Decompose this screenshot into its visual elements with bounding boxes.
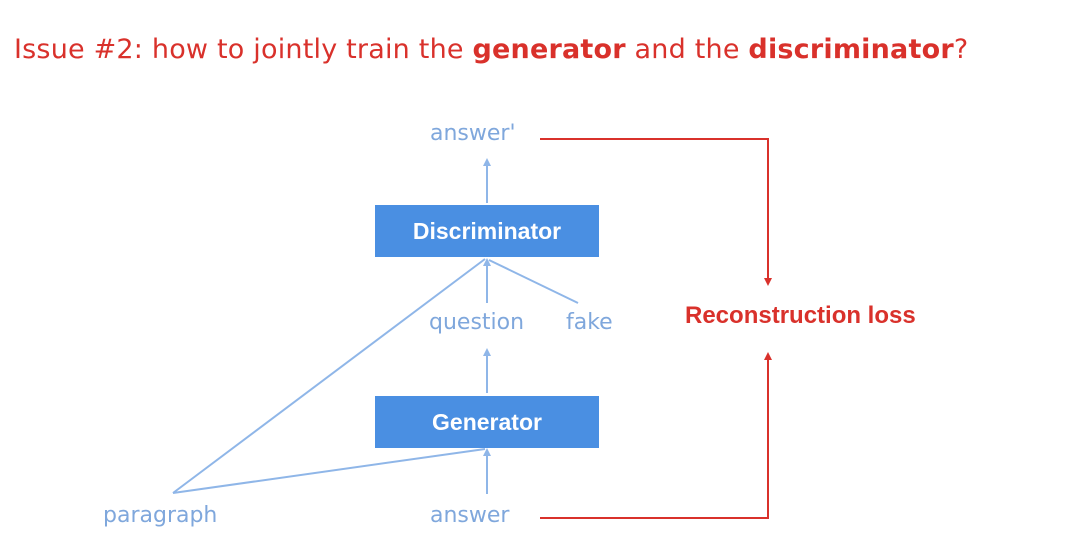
generator-label: Generator	[432, 408, 542, 435]
generator-box: Generator	[375, 396, 599, 448]
answer-label: answer	[430, 503, 510, 528]
line-fake-to-disc	[488, 259, 579, 304]
reconstruction-loss-label: Reconstruction loss	[685, 302, 916, 329]
fake-label: fake	[566, 310, 613, 335]
line-paragraph-to-gen	[172, 448, 486, 494]
title-suffix: ?	[953, 34, 969, 65]
line-paragraph-to-disc	[172, 258, 486, 494]
discriminator-box: Discriminator	[375, 205, 599, 257]
paragraph-label: paragraph	[103, 503, 218, 528]
title-middle: and the	[625, 34, 749, 65]
title-prefix: Issue #2: how to jointly train the	[14, 34, 473, 65]
loss-path-answer-prime	[540, 138, 772, 286]
discriminator-label: Discriminator	[412, 217, 562, 244]
loss-path-answer	[540, 352, 772, 519]
title-generator-word: generator	[472, 34, 626, 65]
answer-prime-label: answer'	[430, 121, 516, 146]
title-discriminator-word: discriminator	[748, 34, 954, 65]
question-label: question	[429, 310, 525, 335]
slide-title: Issue #2: how to jointly train the gener…	[14, 34, 968, 65]
